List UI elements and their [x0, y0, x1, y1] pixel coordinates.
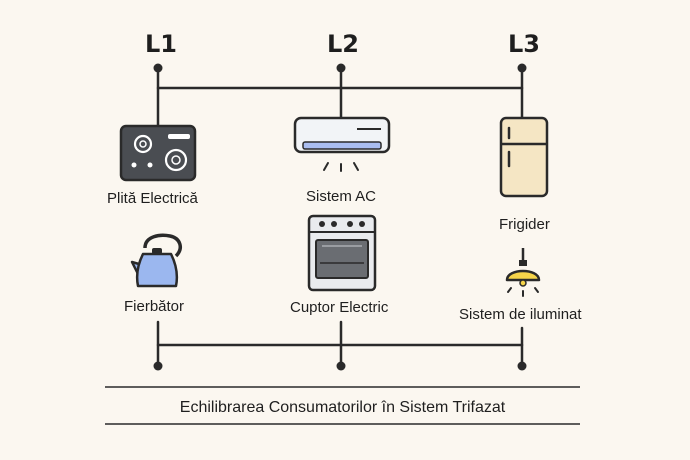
appliance-label-frigider: Frigider: [499, 216, 550, 233]
phase-l3-node: [517, 63, 527, 73]
phase-label-l2: L2: [327, 30, 359, 58]
electric-stove-icon: [119, 124, 197, 182]
refrigerator-icon: [499, 116, 549, 198]
diagram-caption: Echilibrarea Consumatorilor în Sistem Tr…: [179, 399, 506, 416]
oven-icon: [307, 214, 377, 292]
phase-l3-end-node: [517, 361, 527, 371]
phase-l2-end-node: [336, 361, 346, 371]
appliance-label-cuptor: Cuptor Electric: [290, 299, 389, 316]
phase-label-l3: L3: [508, 30, 540, 58]
air-conditioner-icon: [293, 116, 391, 172]
phase-l1-end-node: [153, 361, 163, 371]
appliance-label-iluminat: Sistem de iluminat: [459, 306, 582, 323]
ceiling-lamp-icon: [505, 248, 541, 297]
kettle-icon: [130, 233, 182, 288]
phase-l2-node: [336, 63, 346, 73]
appliance-label-plita: Plită Electrică: [107, 190, 198, 207]
appliance-label-fierbator: Fierbător: [124, 298, 185, 315]
phase-label-l1: L1: [145, 30, 177, 58]
appliance-label-ac: Sistem AC: [306, 188, 377, 205]
phase-l1-node: [153, 63, 163, 73]
